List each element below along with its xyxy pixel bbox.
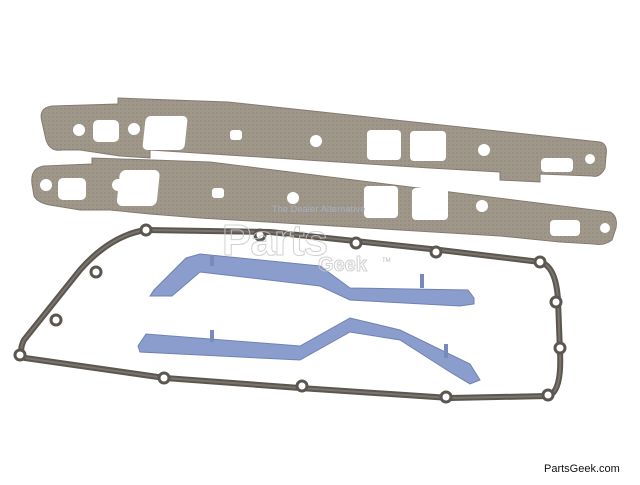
watermark-tagline: The Dealer Alternative [272, 204, 366, 214]
end-seal-bottom [137, 317, 481, 385]
oil-pan-bolt-holes [13, 223, 567, 404]
site-credit: PartsGeek.com [544, 463, 620, 475]
watermark-logo-bottom: Geek [318, 254, 368, 277]
watermark-logo-top: Parts [221, 216, 328, 266]
end-seal-top [149, 253, 475, 307]
intake-gasket-top [40, 97, 607, 183]
watermark-trademark: TM [382, 258, 391, 264]
intake-gasket-bottom [31, 157, 617, 245]
